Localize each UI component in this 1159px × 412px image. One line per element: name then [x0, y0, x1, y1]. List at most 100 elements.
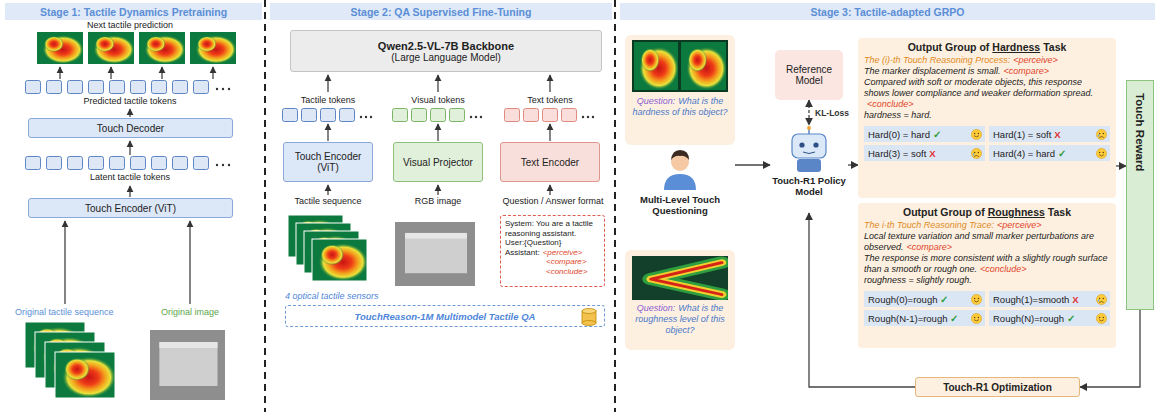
label-text: Touch Reward: [1134, 93, 1146, 309]
token-row: [505, 109, 595, 122]
label-text: Rough(N-1)=rough: [868, 313, 947, 324]
label-text: <conclude>: [980, 264, 1027, 274]
label-text: hardness = hard.: [864, 110, 932, 120]
tactile-frame: [312, 239, 368, 281]
face-tear: [973, 153, 974, 155]
result-grid: Hard(0) = hard✓Hard(1) = softXHard(3) = …: [864, 126, 1110, 161]
flow-arrow: [129, 186, 130, 197]
label-text: <compare>: [508, 257, 600, 267]
flow-arrow: [327, 185, 328, 195]
database-icon: [582, 309, 596, 314]
tactile-frame: [88, 32, 135, 64]
emoji-face: [971, 129, 982, 140]
label-text: Rough(N)=rough: [993, 313, 1064, 324]
face-disc: [1096, 294, 1106, 304]
encoder-box: Touch Encoder (ViT): [283, 142, 373, 182]
object-photo: [395, 222, 475, 286]
annotation-label: Original tactile sequence: [15, 307, 114, 317]
label-text: Text Encoder: [521, 157, 579, 168]
face-disc: [971, 313, 981, 323]
robot-icon: [807, 126, 811, 130]
label-text: ✓: [950, 313, 958, 324]
stage-header: Stage 3: Tactile-adapted GRPO: [620, 3, 1155, 20]
label-text: Roughness: [988, 206, 1045, 218]
emoji-face: [1096, 129, 1107, 140]
label-text: Multi-Level Touch Questioning: [640, 194, 720, 216]
optimization-box: Touch-R1 Optimization: [915, 377, 1080, 397]
label-text: Touch-R1 Policy Model: [772, 175, 846, 197]
face-mouth: [1099, 154, 1104, 155]
flow-arrow: [437, 124, 438, 141]
tactile-frame: [37, 32, 84, 64]
robot-icon: [803, 152, 815, 154]
robot-icon: [797, 159, 821, 172]
label-text: Visual Projector: [403, 157, 473, 168]
face-mouth: [1099, 136, 1104, 137]
face-disc: [1096, 148, 1106, 158]
face-eye: [978, 151, 979, 152]
emoji-face: [971, 294, 982, 305]
object-photo: [150, 330, 225, 400]
flow-arrow: [549, 185, 550, 195]
face-eye: [974, 297, 975, 298]
label-text: User:{Question}: [505, 238, 600, 248]
label-text: The i-th Touch Reasoning Trace:: [864, 220, 994, 230]
flow-arrow: [327, 124, 328, 141]
question-panel: [625, 250, 735, 350]
projector-box: Visual Projector: [393, 142, 483, 182]
label-text: Stage 3: Tactile-adapted GRPO: [811, 6, 965, 18]
tactile-frame: [632, 256, 728, 300]
label-text: ✓: [1058, 148, 1066, 159]
flow-arrow: [327, 75, 328, 92]
annotation-label: Tactile tokens: [301, 95, 356, 105]
face-eye: [978, 132, 979, 133]
face-tear: [1098, 299, 1099, 301]
label-text: Hard(4) = hard: [993, 148, 1055, 159]
policy-node: Touch-R1 Policy Model: [770, 125, 848, 213]
label-text: ✓: [940, 294, 948, 305]
label-text: Task: [1048, 206, 1071, 218]
face-disc: [1096, 129, 1106, 139]
label-text: Stage 1: Tactile Dynamics Pretraining: [40, 6, 227, 18]
face-mouth: [1099, 301, 1104, 302]
label-text: <conclude>: [508, 267, 600, 277]
output-group: Output Group ofHardnessTaskThe (i)-th To…: [858, 38, 1116, 198]
dataset-box: TouchReason-1M Multimodel Tactile QA: [285, 305, 605, 327]
tactile-frame: [55, 352, 116, 398]
face-mouth: [1099, 319, 1104, 320]
flow-arrow: [212, 67, 213, 79]
label-text: X: [1072, 294, 1078, 305]
stage-divider: [614, 0, 616, 412]
result-cell: Rough(N)=rough✓: [989, 310, 1110, 326]
prompt-box: System: You are a tactile reasoning assi…: [500, 215, 605, 287]
label-text: Touch Decoder: [97, 123, 164, 134]
result-cell: Rough(1)=smoothX: [989, 291, 1110, 307]
label-text: Hard(1) = soft: [993, 129, 1051, 140]
label-text: Question:: [637, 96, 676, 106]
result-cell: Hard(4) = hard✓: [989, 145, 1110, 161]
annotation-label: Text tokens: [527, 95, 573, 105]
face-mouth: [974, 300, 979, 301]
result-cell: Hard(1) = softX: [989, 126, 1110, 142]
tactile-frame: [139, 32, 186, 64]
group-body: The i-th Touch Reasoning Trace:<perceive…: [864, 220, 1110, 286]
flow-arrow: [129, 141, 130, 155]
database-icon: [582, 321, 596, 326]
label-text: Compared with soft or moderate objects, …: [864, 77, 1093, 98]
tactile-frame: [632, 40, 728, 92]
label-text: Hard(3) = soft: [868, 148, 926, 159]
face-mouth: [974, 155, 979, 156]
flow-arrow: [437, 185, 438, 195]
face-disc: [971, 148, 981, 158]
annotation-label: RGB image: [415, 196, 462, 206]
label-text: Assistant:: [505, 248, 540, 257]
face-eye: [1103, 316, 1104, 317]
result-cell: Hard(3) = softX: [864, 145, 985, 161]
token-row: [26, 157, 231, 170]
model-box: Reference Model: [775, 50, 843, 100]
flow-arrow: [189, 221, 190, 304]
frame-border: [312, 239, 367, 281]
label-text: Question:: [637, 303, 676, 313]
face-eye: [974, 132, 975, 133]
stage-divider: [264, 0, 266, 412]
